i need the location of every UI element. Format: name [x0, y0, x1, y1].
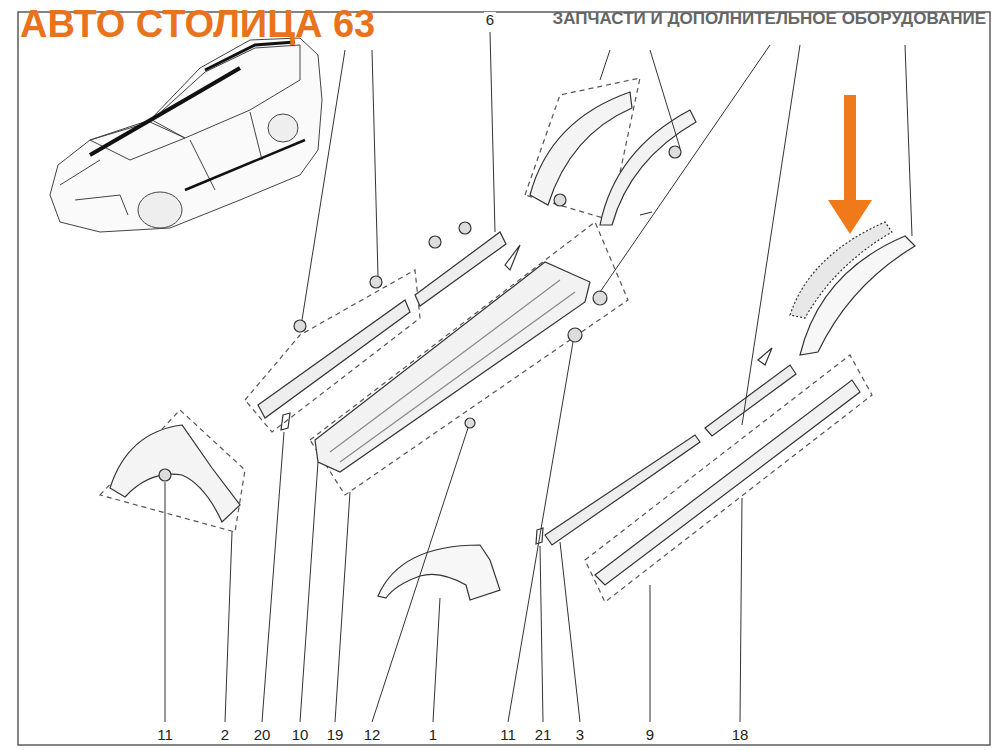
sill-cover	[315, 262, 590, 472]
callout-number: 21	[533, 727, 554, 744]
frame	[18, 12, 990, 745]
callout-number: 11	[155, 727, 175, 744]
callout-number: 19	[325, 727, 346, 744]
watermark: ЗАПЧАСТИ И ДОПОЛНИТЕЛЬНОЕ ОБОРУДОВАНИЕ	[553, 10, 986, 29]
callout-number: 2	[219, 727, 231, 744]
callout-number: 20	[252, 727, 273, 744]
pointer-arrow	[828, 95, 872, 234]
callout-number: 12	[362, 727, 383, 744]
callout-number: 18	[730, 727, 751, 744]
watermark: АВТО СТОЛИЦА 63	[20, 4, 375, 46]
callout-number: 1	[427, 727, 439, 744]
callout-number: 11	[498, 727, 518, 744]
front-arch-extension	[378, 545, 500, 600]
leader-line	[165, 32, 912, 722]
callout-number: 9	[644, 727, 656, 744]
callout-number: 6	[484, 12, 496, 29]
rear-arch-extension	[800, 236, 915, 355]
group-outline	[100, 78, 872, 602]
callout-number: 10	[290, 727, 311, 744]
car-sketch	[50, 38, 322, 232]
callout-number: 3	[574, 727, 586, 744]
clip	[159, 469, 171, 481]
front-wheel-liner	[110, 425, 240, 522]
